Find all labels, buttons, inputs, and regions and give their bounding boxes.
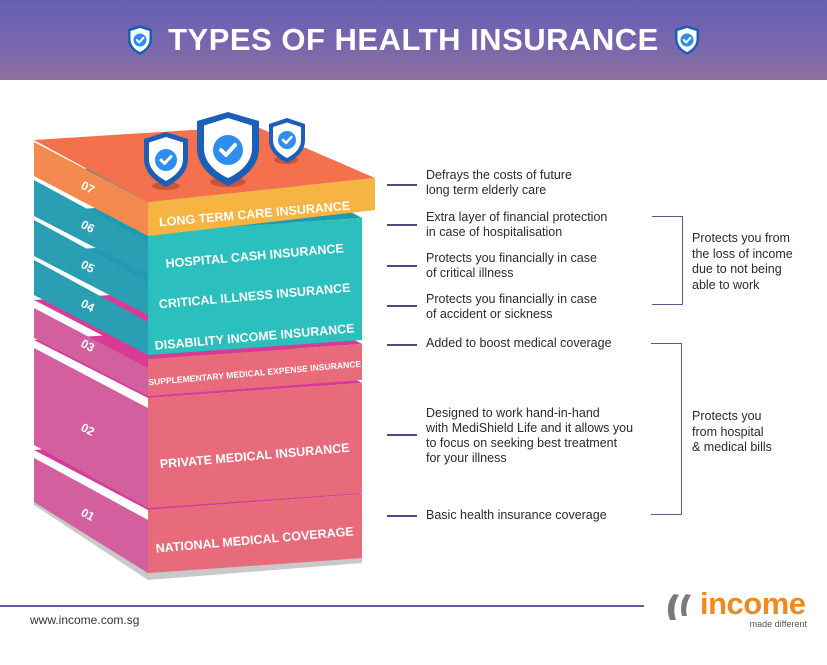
insurance-layer-stack: 07 06 05 04 03 02 01 LONG TERM CARE INSU… — [0, 90, 400, 590]
connector-line-03 — [387, 344, 417, 346]
connector-line-07 — [387, 184, 417, 186]
description-07: Defrays the costs of future long term el… — [426, 168, 572, 197]
group-label-medical-bills: Protects you from hospital & medical bil… — [692, 409, 772, 454]
logo-tagline: made different — [749, 619, 807, 629]
shield-check-icon — [197, 112, 259, 186]
layer-number: 03 — [79, 336, 98, 355]
layer-number: 07 — [79, 178, 98, 197]
description-04: Protects you financially in case of acci… — [426, 292, 597, 321]
connector-line-02 — [387, 434, 417, 436]
layer-number: 05 — [79, 257, 98, 276]
top-shields — [144, 112, 305, 190]
description-05: Protects you financially in case of crit… — [426, 251, 597, 280]
header-banner: TYPES OF HEALTH INSURANCE — [0, 0, 827, 80]
stack-shadow — [34, 495, 362, 580]
description-03: Added to boost medical coverage — [426, 336, 612, 350]
description-02: Designed to work hand-in-hand with MediS… — [426, 406, 634, 465]
connector-line-01 — [387, 515, 417, 517]
website-link[interactable]: www.income.com.sg — [30, 613, 140, 627]
shield-check-icon — [128, 25, 153, 55]
layer-number: 02 — [79, 420, 98, 439]
page-title: TYPES OF HEALTH INSURANCE — [168, 22, 659, 57]
logo-mark-icon — [667, 594, 691, 620]
bracket-income-protection — [652, 216, 683, 305]
connector-line-04 — [387, 305, 417, 307]
connector-line-06 — [387, 224, 417, 226]
shield-check-icon — [674, 25, 699, 55]
bracket-medical-bills — [651, 343, 682, 515]
group-label-income-protection: Protects you from the loss of income due… — [692, 231, 793, 292]
layer-number: 04 — [79, 296, 98, 315]
description-06: Extra layer of financial protection in c… — [426, 210, 608, 239]
income-logo: income made different — [664, 586, 809, 635]
connector-line-05 — [387, 265, 417, 267]
shield-check-icon — [144, 132, 188, 187]
layer-03 — [34, 286, 362, 396]
layer-number: 01 — [79, 505, 98, 524]
footer-divider — [0, 605, 644, 607]
description-01: Basic health insurance coverage — [426, 508, 607, 522]
shield-check-icon — [269, 118, 305, 163]
layer-number: 06 — [79, 217, 98, 236]
logo-wordmark: income — [700, 586, 806, 621]
